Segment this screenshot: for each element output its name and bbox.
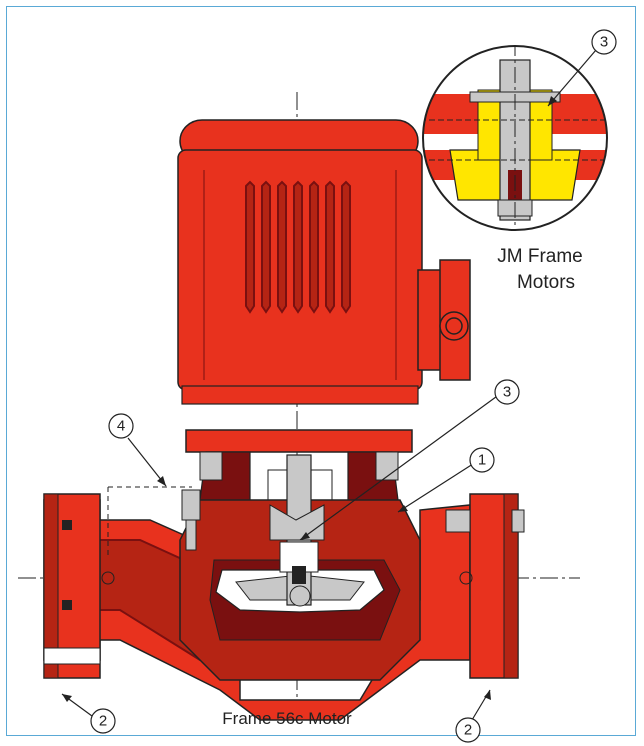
- bottom-label: Frame 56c Motor: [222, 709, 352, 728]
- pump-casing: [43, 454, 471, 721]
- svg-text:4: 4: [117, 418, 125, 435]
- svg-text:3: 3: [503, 384, 511, 401]
- motor-cooling-fins: [245, 180, 351, 314]
- callout-3-main: 3: [494, 379, 520, 405]
- callout-2-left: 2: [90, 708, 116, 734]
- callout-2-right: 2: [455, 717, 481, 743]
- svg-text:2: 2: [464, 722, 472, 739]
- callout-3-inset: 3: [591, 29, 617, 55]
- motor-body: [177, 119, 423, 405]
- inset-label-line1: JM Frame: [497, 246, 583, 267]
- left-flange: [43, 493, 115, 679]
- svg-text:1: 1: [478, 452, 486, 469]
- svg-text:3: 3: [600, 34, 608, 51]
- right-flange: [445, 493, 525, 679]
- dashed-outline: [107, 486, 192, 558]
- svg-text:2: 2: [99, 713, 107, 730]
- leader-arrowheads: [62, 96, 557, 702]
- inset-label-line2: Motors: [517, 272, 575, 293]
- callout-4: 4: [108, 413, 134, 439]
- conduit-box: [417, 259, 471, 381]
- callout-1: 1: [469, 447, 495, 473]
- jm-frame-inset: [422, 45, 608, 231]
- diagram-border: [6, 6, 636, 736]
